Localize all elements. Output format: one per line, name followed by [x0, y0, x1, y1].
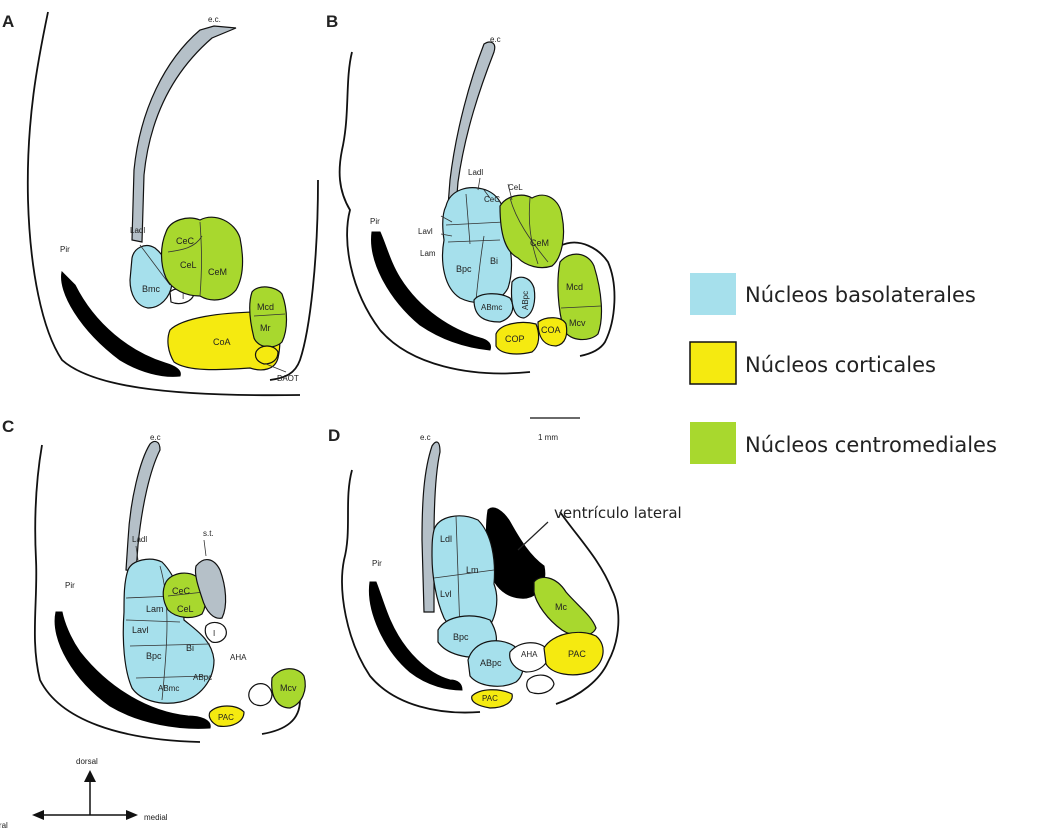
panel-d-ventricle-label: ventrículo lateral — [554, 504, 682, 522]
panel-d-bpc-label: Bpc — [453, 632, 469, 642]
legend-label-basolateral: Núcleos basolaterales — [745, 283, 976, 307]
panel-a-mcd-label: Mcd — [257, 302, 274, 312]
legend-swatch-centromedial — [690, 422, 736, 464]
panel-d-ec-label: e.c — [420, 433, 431, 442]
panel-c-cel-label: CeL — [177, 604, 194, 614]
panel-c-white-nucleus — [249, 684, 272, 706]
panel-a-cem-label: CeM — [208, 267, 227, 277]
panel-b-abmc-label: ABmc — [481, 303, 502, 312]
panel-c-bi-label: Bi — [186, 643, 194, 653]
compass-up-arrowhead — [84, 770, 96, 782]
panel-a-coa-label: CoA — [213, 337, 231, 347]
panel-c-letter: C — [2, 417, 14, 436]
panel-b-lam-label: Lam — [420, 249, 436, 258]
panel-c-abpc-label: ABpc — [193, 673, 212, 682]
panel-d-scale-label: 1 mm — [538, 433, 558, 442]
panel-b-abpc-label: ABpc — [521, 291, 530, 310]
panel-a-bmc-label: Bmc — [142, 284, 161, 294]
panel-b-cec-label: CeC — [484, 195, 500, 204]
panel-c-lavl-label: Lavl — [132, 625, 149, 635]
legend-label-centromedial: Núcleos centromediales — [745, 433, 997, 457]
panel-c-cec-label: CeC — [172, 586, 191, 596]
panel-d-ventricle-leader — [518, 522, 548, 550]
panel-b-bpc-label: Bpc — [456, 264, 472, 274]
panel-b-cem-label: CeM — [530, 238, 549, 248]
panel-a-central-nuclei — [162, 217, 243, 300]
panel-b: B e.c Pir Ladl Lavl Lam CeL CeC CeM Bpc … — [326, 12, 614, 373]
panel-b-cop-label: COP — [505, 334, 525, 344]
panel-c-ec-label: e.c — [150, 433, 161, 442]
panel-d: D 1 mm e.c Pir Ldl Lm Lvl Bpc ABpc AHA M… — [328, 418, 682, 713]
compass-right-arrowhead — [126, 810, 138, 820]
panel-c-i-label: I — [213, 629, 215, 638]
panel-d-letter: D — [328, 426, 340, 445]
panel-d-pir-label: Pir — [372, 559, 382, 568]
panel-a-mr-label: Mr — [260, 323, 271, 333]
panel-d-white-nucleus — [527, 675, 554, 694]
panel-d-ldl-label: Ldl — [440, 534, 452, 544]
panel-a-i-label: I — [182, 292, 184, 301]
orientation-compass: dorsal lateral medial — [0, 757, 168, 830]
panel-b-letter: B — [326, 12, 338, 31]
legend: Núcleos basolaterales Núcleos corticales… — [690, 273, 997, 464]
panel-c-ladl-label: Ladl — [132, 535, 147, 544]
panel-a-medial-nuclei — [250, 287, 287, 347]
panel-c-aha-label: AHA — [230, 653, 247, 662]
panel-d-pac-bottom-label: PAC — [482, 694, 498, 703]
panel-c-lam-label: Lam — [146, 604, 164, 614]
panel-d-lvl-label: Lvl — [440, 589, 452, 599]
panel-b-cel-label: CeL — [508, 183, 523, 192]
panel-c-bpc-label: Bpc — [146, 651, 162, 661]
legend-swatch-basolateral — [690, 273, 736, 315]
legend-swatch-cortical — [690, 342, 736, 384]
panel-b-ladl-label: Ladl — [468, 168, 483, 177]
legend-label-cortical: Núcleos corticales — [745, 353, 936, 377]
compass-lateral-label: lateral — [0, 821, 8, 830]
panel-c-mcv-label: Mcv — [280, 683, 297, 693]
panel-b-mcv-label: Mcv — [569, 318, 586, 328]
panel-d-abpc-label: ABpc — [480, 658, 502, 668]
panel-c-abmc-label: ABmc — [158, 684, 179, 693]
panel-c-st-label: s.t. — [203, 529, 214, 538]
panel-b-lavl-label: Lavl — [418, 227, 433, 236]
panel-a-external-capsule — [132, 26, 236, 242]
compass-dorsal-label: dorsal — [76, 757, 98, 766]
panel-a-ladl-label: Ladl — [130, 226, 145, 235]
panel-b-bi-label: Bi — [490, 256, 498, 266]
panel-b-coa-label: COA — [541, 325, 561, 335]
panel-a: A e.c. Pir Ladl Bmc CeC CeL CeM I Mcd Mr… — [2, 12, 318, 395]
panel-a-cec-label: CeC — [176, 236, 195, 246]
panel-c-external-capsule — [126, 442, 160, 572]
panel-a-ec-label: e.c. — [208, 15, 221, 24]
panel-a-pir-label: Pir — [60, 245, 70, 254]
panel-a-letter: A — [2, 12, 14, 31]
panel-b-mcd-label: Mcd — [566, 282, 583, 292]
panel-a-cel-label: CeL — [180, 260, 197, 270]
panel-c-pac-label: PAC — [218, 713, 234, 722]
panel-c-pir-label: Pir — [65, 581, 75, 590]
compass-medial-label: medial — [144, 813, 168, 822]
panel-b-ec-label: e.c — [490, 35, 501, 44]
panel-c-i-nucleus — [205, 623, 226, 643]
panel-d-pac-right-label: PAC — [568, 649, 586, 659]
compass-left-arrowhead — [32, 810, 44, 820]
panel-b-pir-label: Pir — [370, 217, 380, 226]
panel-a-baot-label: BAOT — [277, 374, 299, 383]
panel-d-mc-label: Mc — [555, 602, 567, 612]
panel-d-aha-label: AHA — [521, 650, 538, 659]
panel-c: C e.c Pir Ladl s.t. CeC CeL Lam Lavl I B… — [2, 417, 305, 742]
panel-d-lm-label: Lm — [466, 565, 479, 575]
